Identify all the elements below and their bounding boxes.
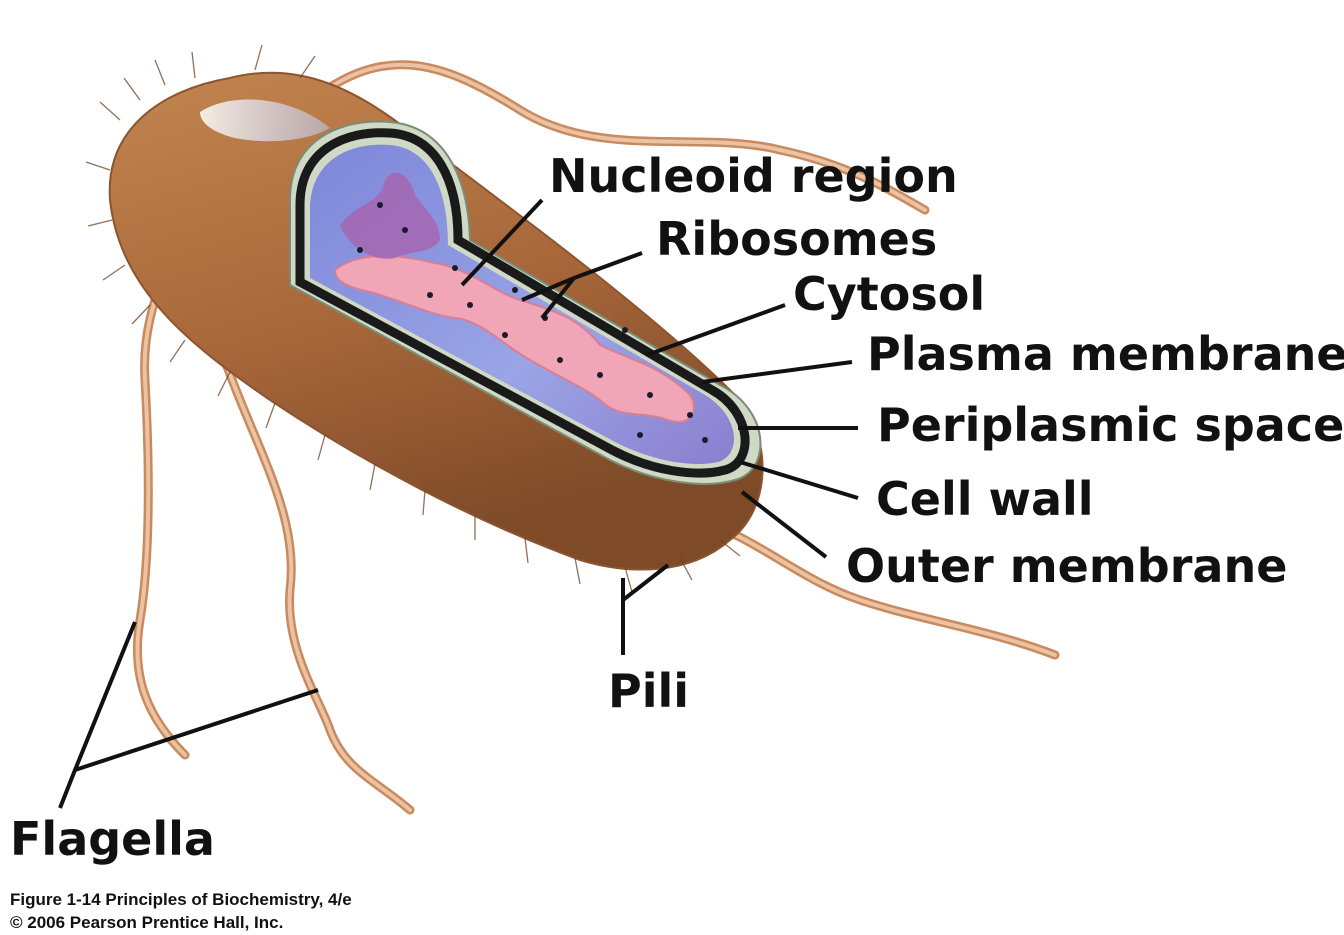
leader-ribosomes-b: [540, 276, 576, 320]
caption-line-1: Figure 1-14 Principles of Biochemistry, …: [10, 890, 352, 909]
label-cell-wall: Cell wall: [876, 472, 1094, 526]
caption-line-2: © 2006 Pearson Prentice Hall, Inc.: [10, 913, 283, 932]
leader-outer-membrane: [740, 490, 828, 559]
label-nucleoid-region: Nucleoid region: [549, 149, 958, 203]
label-plasma-membrane: Plasma membrane: [867, 327, 1344, 381]
leader-plasma-membrane: [701, 360, 853, 384]
labels: Nucleoid region Ribosomes Cytosol Plasma…: [10, 149, 1344, 866]
label-flagella: Flagella: [10, 812, 215, 866]
leader-flagella: [58, 621, 137, 809]
leader-cytosol: [646, 303, 786, 357]
leader-pili: [621, 563, 670, 655]
label-cytosol: Cytosol: [793, 267, 985, 321]
leader-lines: [58, 198, 859, 809]
label-pili: Pili: [608, 664, 689, 718]
leader-cell-wall: [739, 460, 859, 500]
leader-flagella-b: [74, 688, 319, 772]
leader-nucleoid: [460, 198, 544, 287]
cutaway-section: [289, 120, 762, 485]
figure-caption: Figure 1-14 Principles of Biochemistry, …: [10, 890, 352, 932]
label-outer-membrane: Outer membrane: [846, 539, 1287, 593]
label-ribosomes: Ribosomes: [656, 212, 937, 266]
label-periplasmic-space: Periplasmic space: [877, 398, 1344, 452]
